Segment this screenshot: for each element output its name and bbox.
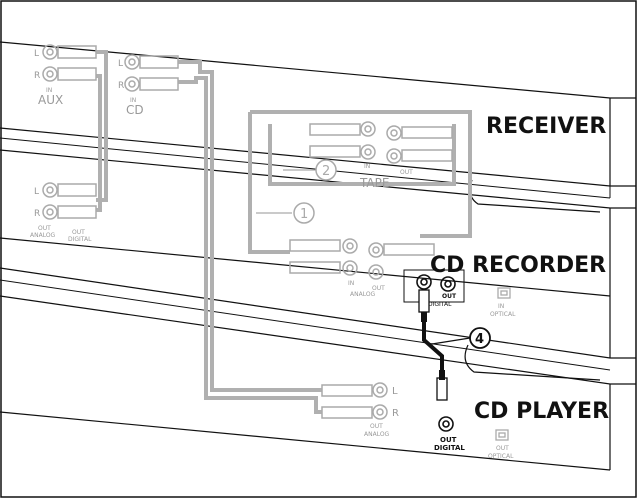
player-r-label: R	[392, 408, 399, 419]
recorder-digital-jacks	[416, 274, 456, 292]
recorder-left-jacks	[42, 182, 97, 220]
cd-r-label: R	[118, 81, 124, 91]
rec-analog-out-label: OUT	[372, 285, 385, 292]
recorder-analog-jacks	[289, 238, 435, 280]
rec-digital-label: DIGITAL	[68, 236, 92, 243]
player-analog-label: ANALOG	[364, 431, 390, 438]
recorder-unit: CD RECORDER	[0, 149, 636, 381]
rec-analog-label: ANALOG	[350, 291, 376, 298]
cd-name-label: CD	[126, 103, 144, 117]
player-out-label: OUT	[370, 423, 383, 430]
player-l-label: L	[392, 386, 398, 397]
cd-in-label: IN	[130, 97, 136, 104]
receiver-tape-jacks	[309, 121, 453, 164]
player-optical-label: OPTICAL	[488, 453, 514, 460]
aux-in-label: IN	[46, 87, 52, 94]
player-optical-out-label: OUT	[496, 445, 509, 452]
rec-optical-in-label: IN	[498, 303, 504, 310]
recorder-label: CD RECORDER	[430, 253, 606, 278]
rec-optical-label: OPTICAL	[490, 311, 516, 318]
faded-cables	[96, 50, 472, 414]
rec-digital-label: DIGITAL	[428, 301, 452, 308]
player-optical-jack	[495, 429, 509, 441]
recorder-digital-box	[403, 269, 465, 303]
rec-analog-label2: ANALOG	[30, 232, 56, 239]
tape-out-label: OUT	[400, 169, 413, 176]
receiver-cd-jacks	[124, 54, 179, 92]
receiver-aux-jacks	[42, 44, 97, 82]
tape-in-label: IN	[364, 163, 370, 170]
digital-cable	[418, 289, 448, 401]
rec-r-label: R	[34, 209, 40, 219]
aux-l-label: L	[34, 49, 39, 59]
player-label: CD PLAYER	[474, 399, 609, 424]
rec-analog-in-label: IN	[348, 280, 354, 287]
player-unit: CD PLAYER	[0, 295, 636, 471]
callout-4: 4	[431, 327, 491, 349]
callout-1: 1	[256, 202, 315, 224]
player-digital-out-label: OUT	[440, 436, 457, 444]
player-analog-jacks	[321, 382, 388, 420]
tape-name-label: TAPE	[359, 176, 389, 190]
rec-out-digital-label: OUT	[72, 229, 85, 236]
rec-out-analog-label2: OUT	[38, 225, 51, 232]
callout-2-text: 2	[322, 164, 330, 179]
aux-name-label: AUX	[38, 93, 63, 107]
aux-r-label: R	[34, 71, 40, 81]
player-digital-jack	[438, 416, 454, 432]
player-digital-label: DIGITAL	[434, 444, 465, 452]
callout-2: 2	[283, 159, 337, 181]
receiver-label: RECEIVER	[486, 114, 606, 139]
rec-digital-out-label: OUT	[442, 293, 457, 300]
cd-l-label: L	[118, 59, 123, 69]
recorder-optical-jack	[497, 287, 511, 299]
rec-l-label: L	[34, 187, 39, 197]
callout-1-text: 1	[300, 207, 308, 222]
callout-4-text: 4	[475, 332, 484, 347]
